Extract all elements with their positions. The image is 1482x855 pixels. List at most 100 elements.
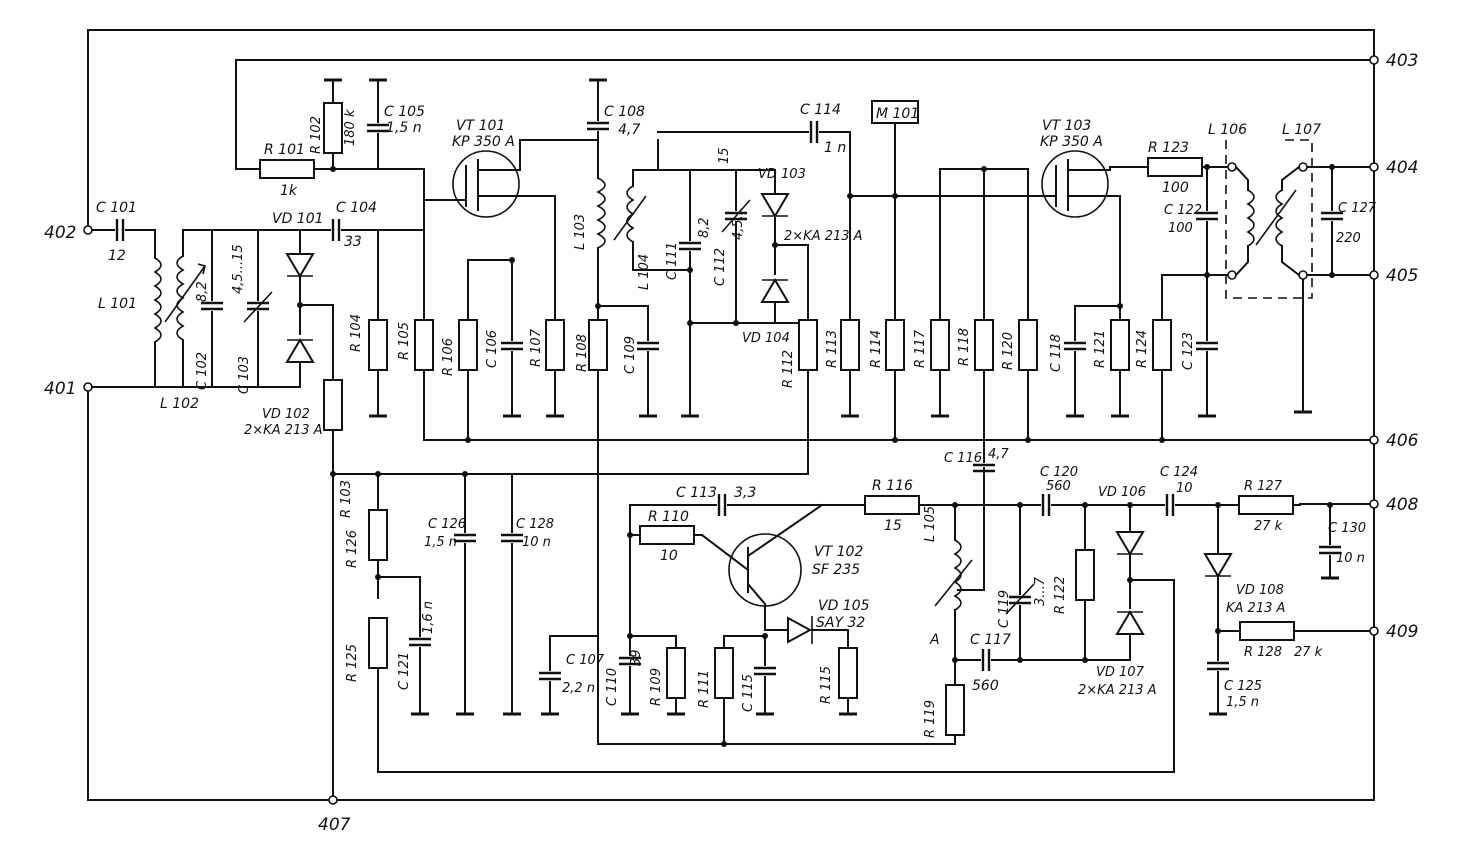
r106-label: R 106 [441,338,456,376]
r114-label: R 114 [869,330,884,368]
c104-value: 33 [344,234,362,250]
vt101-ref: VT 101 [456,118,505,134]
vt103-ref: VT 103 [1042,118,1091,134]
r126-label: R 126 [345,530,360,568]
r110-ref: R 110 [648,509,689,525]
detector-section: L 105 A C 116 4,7 C 117 560 R 119 C 119 … [923,447,1247,745]
c103-value: 4,5...15 [231,244,246,294]
terminal-403: 403 [1386,51,1418,71]
r124-label: R 124 [1135,330,1150,368]
c102-ref: C 102 [195,352,210,390]
c120-value: 560 [1046,479,1071,494]
l102-label: L 102 [160,396,199,412]
r101-ref: R 101 [264,142,305,158]
vd102-ref: VD 102 [262,407,310,422]
l105-tap: A [929,632,940,648]
vt102-ref: VT 102 [814,544,863,560]
c113-value: 3,3 [734,485,756,501]
bias-network: R 126 R 125 C 121 1,6 n C 126 1,5 n C 12… [330,471,1175,773]
r121-label: R 121 [1093,330,1108,368]
terminal-401: 401 [44,379,76,399]
c101-ref: C 101 [96,200,137,216]
r123-value: 100 [1162,180,1189,196]
c113-ref: C 113 [676,485,717,501]
r115-label: R 115 [819,666,834,704]
c130-value: 10 n [1336,551,1365,566]
r116-value: 15 [884,518,902,534]
tank-circuit: L 104 C 111 8,2 C 112 4,5... 15 VD 103 2… [332,102,1031,475]
c115-label: C 115 [741,674,756,712]
r116-ref: R 116 [872,478,913,494]
c121-label: C 121 [397,652,412,690]
c121-value: 1,6 n [421,601,436,634]
terminal-402: 402 [44,223,76,243]
c103-ref: C 103 [237,356,252,394]
r103-ref: R 103 [339,480,354,518]
c127-ref: C 127 [1338,201,1377,216]
c116-value: 4,7 [988,447,1009,462]
r118-label: R 118 [957,328,972,366]
r127-value: 27 k [1254,519,1283,534]
terminal-409: 409 [1386,622,1418,642]
l104-label: L 104 [637,254,652,290]
c130-ref: C 130 [1328,521,1366,536]
c110-value: 39 [629,649,644,666]
c124-value: 10 [1176,481,1193,496]
c108-value: 4,7 [618,122,640,138]
c127-value: 220 [1336,231,1361,246]
r119-label: R 119 [923,700,938,738]
frame-wires [87,29,1375,801]
r112-label: R 112 [781,350,796,388]
m101-label: M 101 [876,106,919,122]
terminal-405: 405 [1386,266,1418,286]
c125-ref: C 125 [1224,679,1262,694]
r110-value: 10 [660,548,678,564]
r123-ref: R 123 [1148,140,1189,156]
r127-ref: R 127 [1244,479,1283,494]
vd103-ref: VD 103 [758,167,806,182]
c105-ref: C 105 [384,104,425,120]
c107-ref: C 107 [566,653,605,668]
r120-label: R 120 [1001,332,1016,370]
input-stage: C 101 12 L 101 L 102 C 102 8,2 C 103 4,5… [91,78,425,797]
r122-label: R 122 [1053,576,1068,614]
r113-label: R 113 [825,330,840,368]
vd105-ref: VD 105 [818,598,870,614]
c112-value-15: 15 [717,147,732,164]
c128-value: 10 n [522,535,551,550]
output-section: VD 108 KA 213 A C 125 1,5 n R 127 27 k C… [1204,479,1366,716]
r128-value: 27 k [1294,645,1323,660]
vd108-ref: VD 108 [1236,583,1284,598]
terminal-407: 407 [318,815,351,835]
r117-label: R 117 [913,329,928,368]
c123-label: C 123 [1181,332,1196,370]
r104-label: R 104 [349,314,364,352]
r109-label: R 109 [649,668,664,706]
c119-ref: C 119 [997,590,1012,628]
vt103-type: KP 350 A [1040,134,1103,150]
vt103-stage: R 117 R 118 R 120 VT 103 KP 350 A C 118 … [913,118,1377,463]
c111-label: C 111 [665,242,680,280]
r107-label: R 107 [529,328,544,367]
c128-ref: C 128 [516,517,554,532]
terminal-406: 406 [1386,431,1419,451]
c110-label: C 110 [605,668,620,706]
r125-label: R 125 [345,644,360,682]
c111-value: 8,2 [697,217,712,238]
terminal-404: 404 [1386,158,1418,178]
c114-value: 1 n [824,140,846,156]
vd102-type: 2×KA 213 A [244,423,323,438]
m101-section: M 101 R 114 [869,100,919,443]
vd103-type: 2×KA 213 A [784,229,863,244]
r101-value: 1k [280,183,298,199]
terminals: 402 401 403 404 405 406 408 409 407 [44,51,1419,835]
c118-label: C 118 [1049,334,1064,372]
c114-ref: C 114 [800,102,841,118]
r128-ref: R 128 [1244,645,1282,660]
l105-label: L 105 [923,506,938,542]
c124-ref: C 124 [1160,465,1198,480]
r102-value: 180 k [343,109,358,146]
terminal-408: 408 [1386,495,1419,515]
vd106-label: VD 106 [1098,485,1146,500]
